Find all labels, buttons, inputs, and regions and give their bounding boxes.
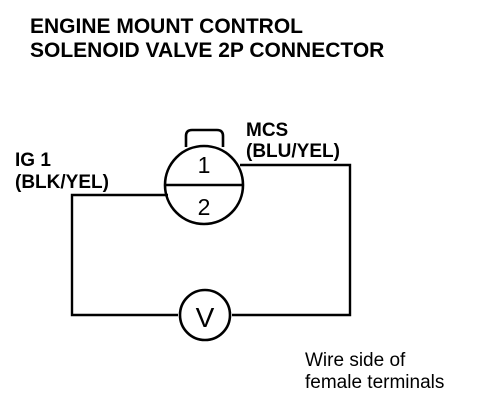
ig1-label: IG 1 xyxy=(15,150,51,171)
terminal-2-label: 2 xyxy=(198,194,211,220)
voltmeter-symbol: V xyxy=(196,302,215,333)
ig1-wire-color: (BLK/YEL) xyxy=(15,172,109,193)
mcs-wire xyxy=(232,163,352,317)
diagram-title-line-1: ENGINE MOUNT CONTROL xyxy=(30,15,303,38)
circuit-wires xyxy=(70,163,352,317)
mcs-label: MCS xyxy=(246,120,288,141)
voltmeter-icon: V xyxy=(178,288,232,342)
mcs-wire-color: (BLU/YEL) xyxy=(246,141,340,162)
connector-2p: 1 2 xyxy=(163,128,245,226)
connector-lock-tab xyxy=(184,128,225,147)
ig1-wire xyxy=(70,193,178,317)
diagram-title-line-2: SOLENOID VALVE 2P CONNECTOR xyxy=(30,39,384,62)
view-note-line-1: Wire side of xyxy=(305,350,406,371)
view-note-line-2: female terminals xyxy=(305,372,444,393)
terminal-1-label: 1 xyxy=(198,152,211,178)
